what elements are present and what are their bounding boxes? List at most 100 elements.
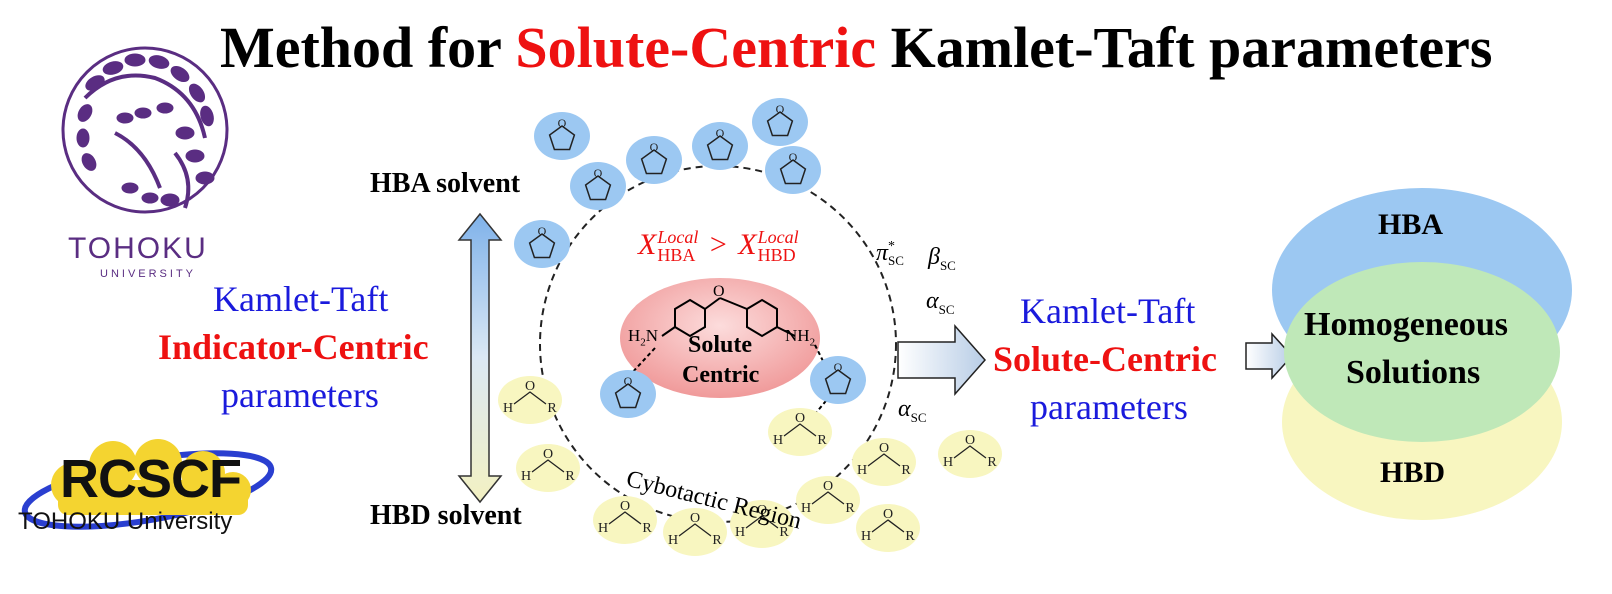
- svg-text:O: O: [823, 479, 833, 494]
- thf-molecule: O: [752, 98, 808, 146]
- hbd-molecule: HOR: [663, 508, 727, 556]
- svg-text:R: R: [845, 501, 855, 516]
- svg-text:H: H: [668, 533, 678, 548]
- svg-text:O: O: [776, 102, 785, 116]
- svg-text:O: O: [620, 499, 630, 514]
- comparator-symbol: >: [709, 228, 727, 261]
- venn-homogeneous-ellipse: [1284, 262, 1560, 442]
- hbd-molecule: HOR: [516, 444, 580, 492]
- svg-text:O: O: [965, 433, 975, 448]
- right-kamlet-taft-label: Kamlet-Taft: [1020, 291, 1196, 331]
- hbd-molecule: HOR: [852, 438, 916, 486]
- rcscf-logo-icon: [21, 439, 275, 530]
- svg-text:R: R: [712, 533, 722, 548]
- svg-text:H: H: [773, 433, 783, 448]
- thf-molecule: O: [514, 220, 570, 268]
- svg-text:O: O: [538, 224, 547, 238]
- svg-text:O: O: [624, 374, 633, 388]
- rcscf-logo-subtext: TOHOKU University: [18, 508, 233, 535]
- venn-homogeneous-label: Homogeneous: [1304, 306, 1508, 343]
- tohoku-logo-subtext: UNIVERSITY: [100, 268, 197, 280]
- thf-molecule: O: [810, 356, 866, 404]
- alpha-param-bottom: αSC: [898, 396, 927, 425]
- hbd-molecule: HOR: [593, 496, 657, 544]
- x-hbd-symbol: X: [738, 228, 757, 261]
- solvent-axis-arrow: [457, 212, 503, 504]
- page-title: Method for Solute-Centric Kamlet-Taft pa…: [220, 14, 1492, 81]
- ether-oxygen-label: O: [713, 283, 725, 300]
- title-prefix: Method for: [220, 15, 501, 80]
- svg-text:O: O: [879, 441, 889, 456]
- hba-solvent-label: HBA solvent: [370, 168, 521, 199]
- svg-text:O: O: [716, 126, 725, 140]
- thf-molecule: O: [765, 146, 821, 194]
- svg-text:H: H: [861, 529, 871, 544]
- svg-text:O: O: [650, 140, 659, 154]
- x-hbd-sup: Local: [757, 227, 799, 247]
- svg-text:O: O: [690, 511, 700, 526]
- svg-text:O: O: [558, 116, 567, 130]
- hbd-molecule: HOR: [498, 376, 562, 424]
- tohoku-logo-text: TOHOKU: [68, 232, 208, 265]
- left-kamlet-taft-label: Kamlet-Taft: [213, 279, 389, 319]
- solute-ellipse: [620, 278, 820, 398]
- x-hbd-sub: HBD: [757, 245, 796, 265]
- thf-molecule: O: [570, 162, 626, 210]
- amine-left-label: H2N: [628, 326, 659, 349]
- rcscf-logo-text: RCSCF: [60, 449, 242, 509]
- venn-hba-label: HBA: [1378, 208, 1444, 241]
- venn-hbd-label: HBD: [1380, 456, 1446, 489]
- svg-text:O: O: [795, 411, 805, 426]
- hbd-molecule: HOR: [768, 408, 832, 456]
- svg-text:O: O: [757, 503, 767, 518]
- svg-text:H: H: [943, 455, 953, 470]
- svg-text:R: R: [565, 469, 575, 484]
- svg-text:O: O: [594, 166, 603, 180]
- thf-molecule: O: [600, 370, 656, 418]
- indicator-centric-label: Indicator-Centric: [158, 327, 429, 367]
- x-hba-symbol: X: [638, 228, 657, 261]
- solute-label-line2: Centric: [682, 362, 760, 388]
- middle-arrow: [897, 324, 987, 396]
- svg-text:R: R: [817, 433, 827, 448]
- alpha-param-top: αSC: [926, 288, 955, 317]
- solute-label-line1: Solute: [688, 332, 753, 358]
- hbd-molecule: HOR: [796, 476, 860, 524]
- solute-centric-label: Solute-Centric: [993, 339, 1217, 379]
- svg-text:R: R: [987, 455, 997, 470]
- right-parameters-label: parameters: [1030, 387, 1188, 427]
- svg-text:O: O: [834, 360, 843, 374]
- beta-param: βSC: [928, 244, 956, 273]
- svg-text:R: R: [901, 463, 911, 478]
- thf-molecule: O: [626, 136, 682, 184]
- svg-text:O: O: [543, 447, 553, 462]
- svg-text:O: O: [883, 507, 893, 522]
- tohoku-emblem-icon: [61, 46, 229, 214]
- thf-molecule: O: [692, 122, 748, 170]
- amine-right-label: NH2: [785, 326, 816, 349]
- hbd-molecule: HOR: [938, 430, 1002, 478]
- svg-text:O: O: [789, 150, 798, 164]
- hbd-molecule: HOR: [730, 500, 794, 548]
- svg-text:R: R: [779, 525, 789, 540]
- title-highlight: Solute-Centric: [515, 15, 877, 80]
- svg-text:H: H: [857, 463, 867, 478]
- x-hba-sub: HBA: [657, 245, 696, 265]
- thf-molecule: O: [534, 112, 590, 160]
- svg-text:H: H: [521, 469, 531, 484]
- left-parameters-label: parameters: [221, 375, 379, 415]
- hbd-molecule: HOR: [856, 504, 920, 552]
- venn-diagram: [1272, 188, 1572, 520]
- svg-text:R: R: [547, 401, 557, 416]
- svg-text:H: H: [503, 401, 513, 416]
- pi-star-param: π*SC: [876, 239, 904, 268]
- right-arrow: [1245, 332, 1294, 380]
- svg-text:R: R: [642, 521, 652, 536]
- venn-solutions-label: Solutions: [1346, 354, 1481, 391]
- svg-text:O: O: [525, 379, 535, 394]
- svg-text:H: H: [801, 501, 811, 516]
- title-suffix: Kamlet-Taft parameters: [890, 15, 1493, 80]
- svg-text:H: H: [598, 521, 608, 536]
